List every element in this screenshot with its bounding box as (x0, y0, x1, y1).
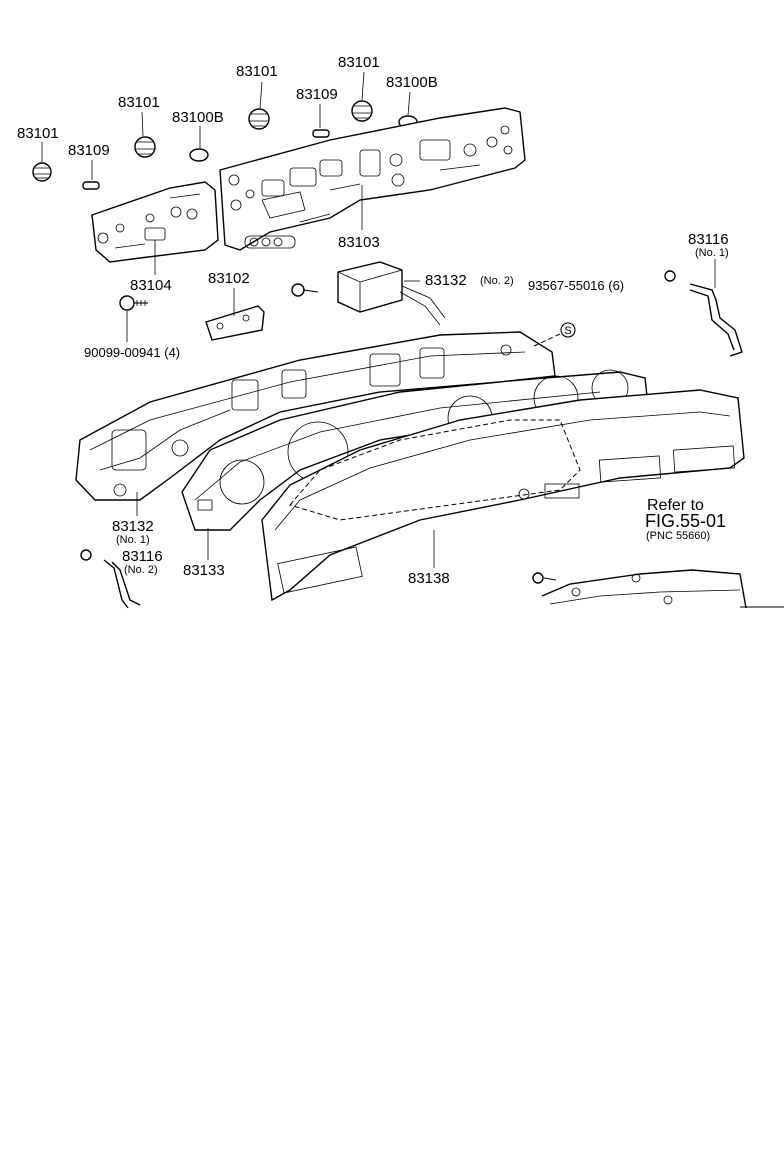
label-83101-c: 83101 (236, 63, 278, 80)
label-83102: 83102 (208, 270, 250, 287)
label-83132-no2-note: (No. 2) (480, 275, 514, 287)
label-83101-b: 83101 (118, 94, 160, 111)
plate-83102 (205, 305, 265, 341)
case-83132-no1 (75, 331, 556, 501)
label-90099: 90099-00941 (4) (84, 345, 180, 360)
leader-lines (41, 71, 716, 568)
refer-line1: Refer to (647, 497, 704, 514)
reference-assembly (532, 569, 784, 609)
label-83101-a: 83101 (17, 125, 59, 142)
label-83116-no2: 83116 (122, 548, 163, 565)
printed-circuit-83103 (219, 107, 526, 251)
label-83132-no1-note: (No. 1) (116, 534, 150, 546)
socket-83101-left (134, 136, 156, 158)
bulb-83109-right (312, 129, 330, 138)
label-83132-no1: 83132 (112, 518, 154, 535)
label-83116-no1: 83116 (688, 231, 729, 248)
screw-symbol-s: S (533, 322, 576, 347)
bracket-83116-no1 (664, 270, 743, 357)
label-83138: 83138 (408, 570, 450, 587)
label-83132-no2: 83132 (425, 272, 467, 289)
bulb-83109-left (82, 181, 100, 190)
bulb-83100b-left (189, 148, 209, 162)
connector-83132-no2 (291, 261, 446, 326)
screw-90099 (119, 295, 148, 311)
label-83109-a: 83109 (68, 142, 110, 159)
socket-83101-far-left (32, 162, 52, 182)
label-93567: 93567-55016 (6) (528, 278, 624, 293)
refer-line2: FIG.55-01 (645, 511, 726, 531)
label-83109-b: 83109 (296, 86, 338, 103)
label-83103: 83103 (338, 234, 380, 251)
label-83101-d: 83101 (338, 54, 380, 71)
label-83100b-a: 83100B (172, 109, 224, 126)
socket-83101-center (248, 108, 270, 130)
label-83104: 83104 (130, 277, 172, 294)
label-83133: 83133 (183, 562, 225, 579)
bracket-83116-no2 (80, 549, 141, 609)
label-83100b-b: 83100B (386, 74, 438, 91)
cluster-panel-83138 (261, 389, 745, 602)
label-83116-no1-note: (No. 1) (695, 247, 729, 259)
socket-83101-right (351, 100, 373, 122)
printed-circuit-83104 (91, 181, 219, 263)
label-83116-no2-note: (No. 2) (124, 564, 158, 576)
refer-line3: (PNC 55660) (646, 530, 710, 542)
svg-text:S: S (564, 325, 571, 337)
